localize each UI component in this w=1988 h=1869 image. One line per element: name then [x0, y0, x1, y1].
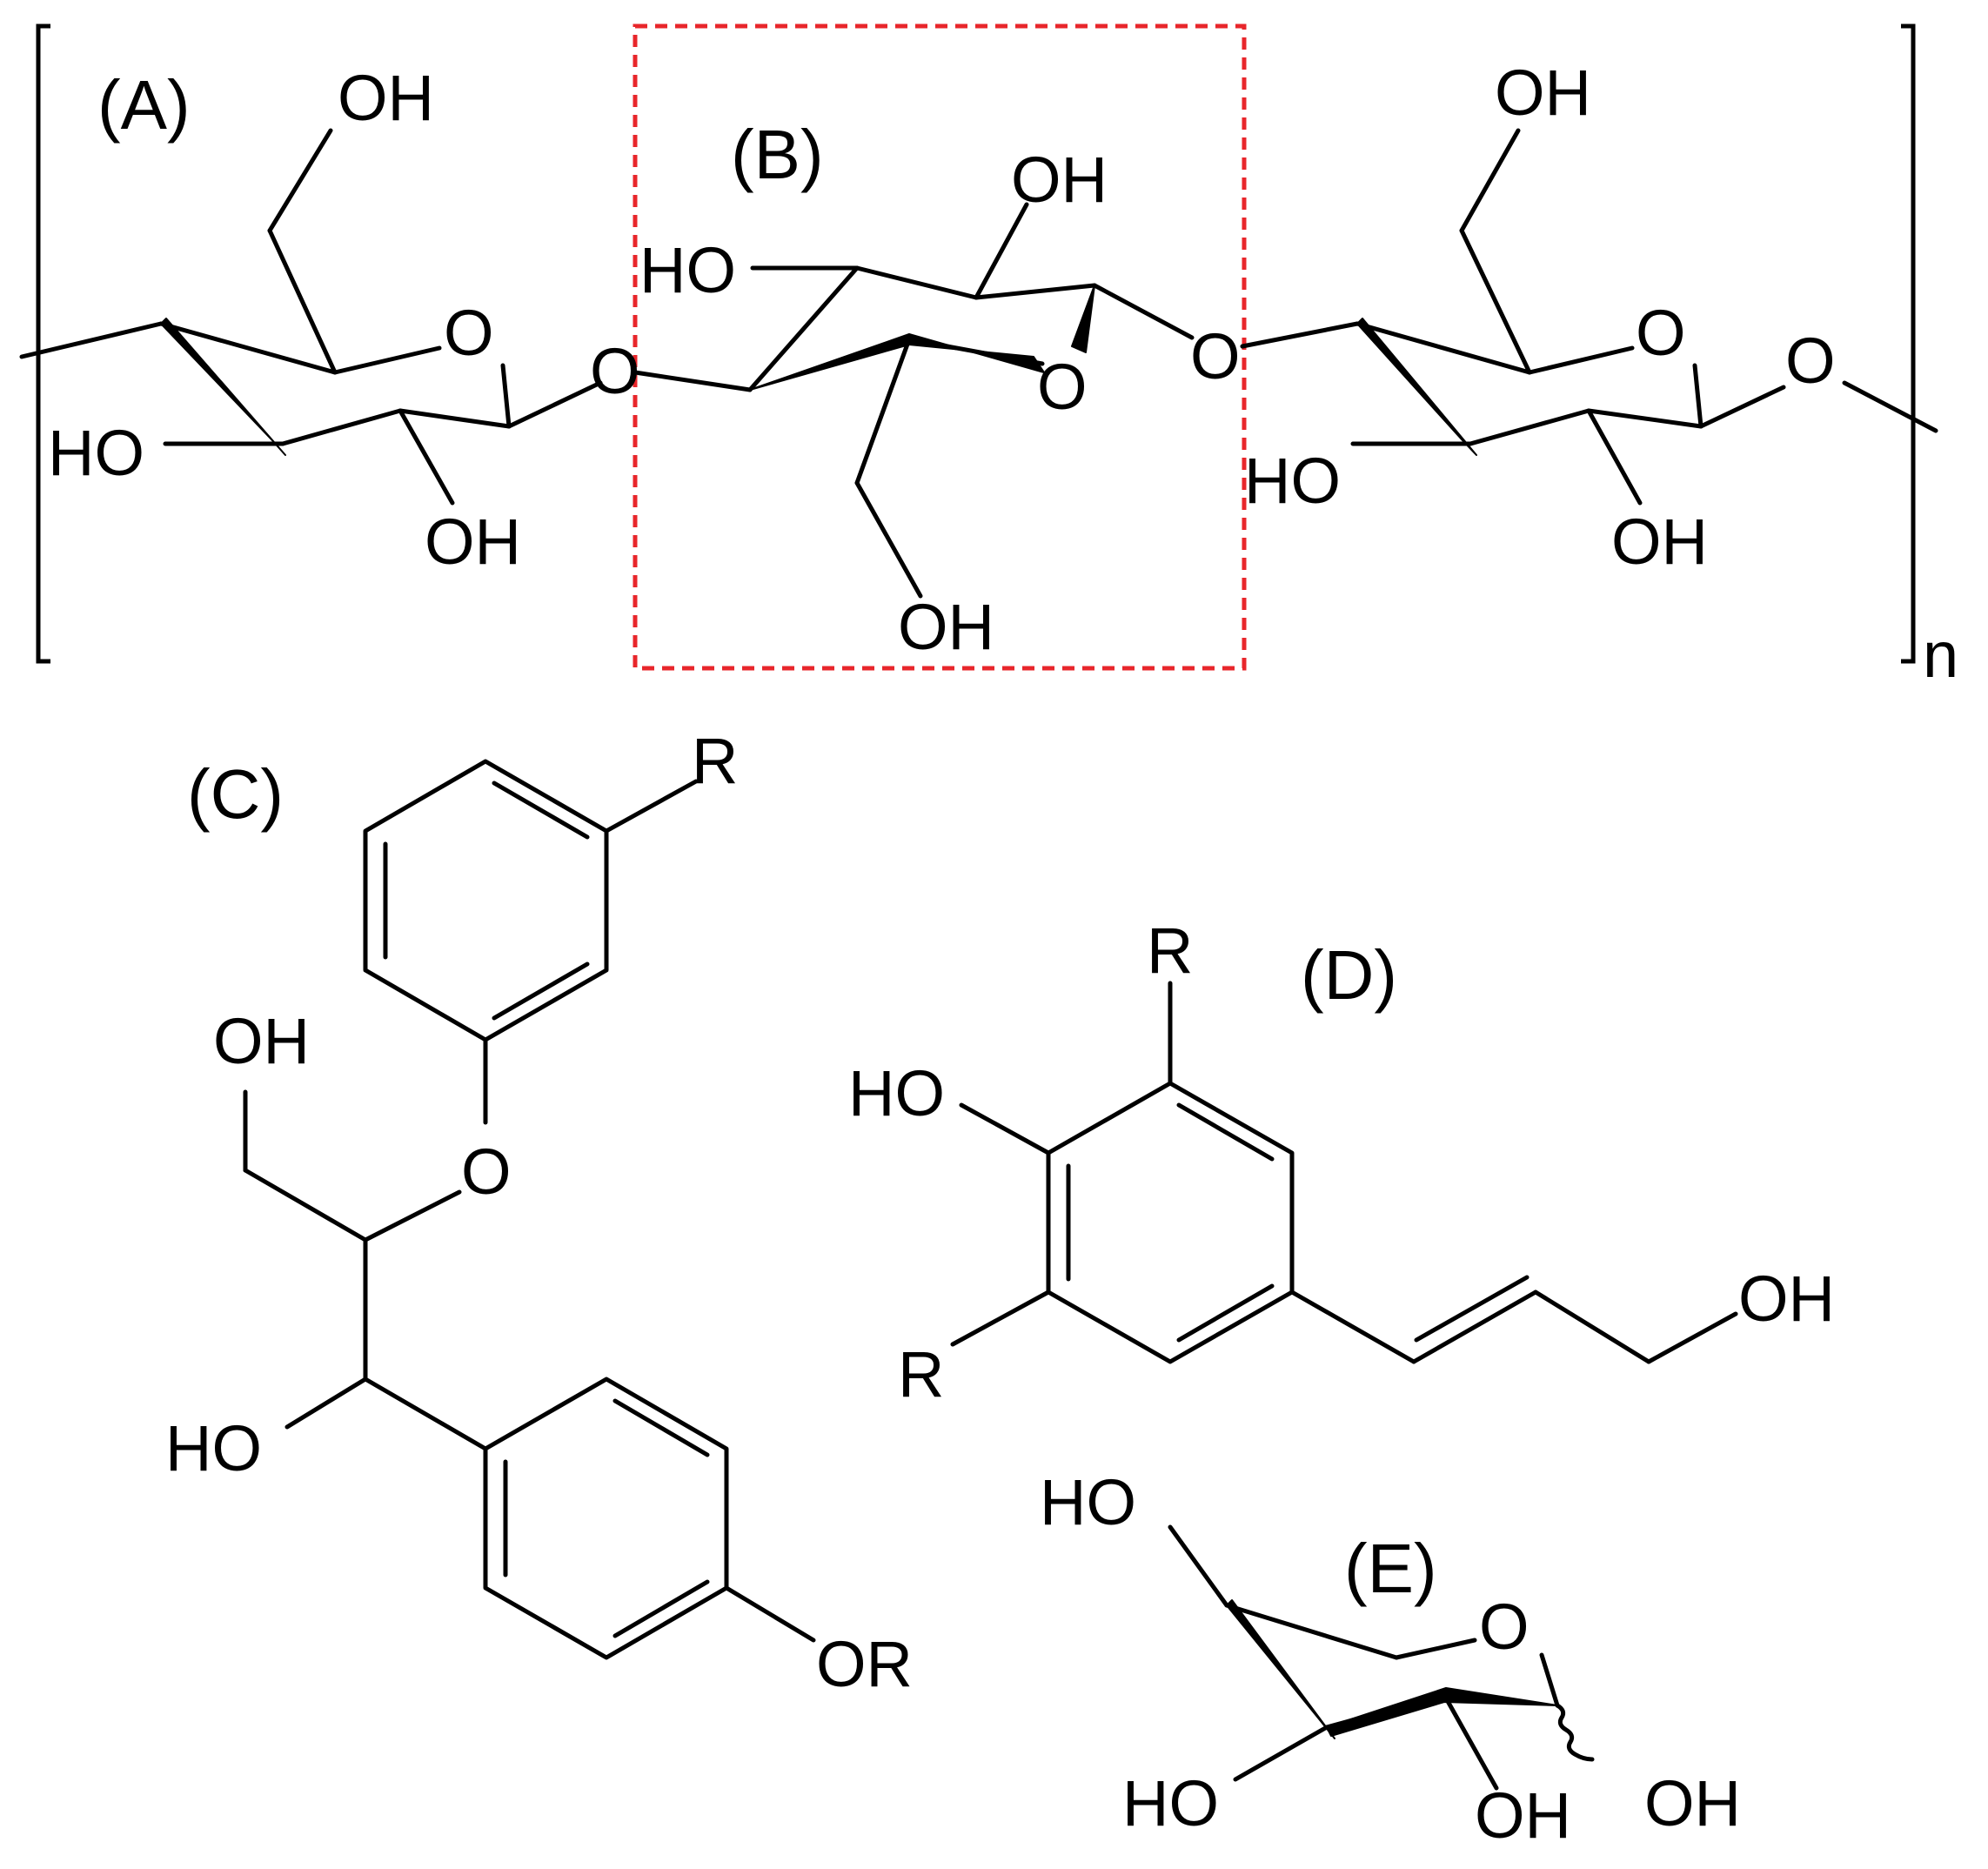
ring-c-c3-hydroxyl: HO: [1244, 445, 1341, 517]
terminal-hydroxyl: OH: [1738, 1263, 1835, 1335]
allyl-alcohol-chain: [1289, 1275, 1738, 1364]
panel-label-b: (B): [731, 116, 824, 193]
anomeric-wavy-bond: [1555, 1703, 1595, 1762]
phenol-hydroxyl: HO: [848, 1057, 945, 1129]
para-alkoxy-group: OR: [816, 1628, 913, 1700]
ring-a-c2-hydroxyl: OH: [425, 506, 521, 578]
repeat-subscript: n: [1923, 619, 1958, 691]
ring-b-c2-hydroxyl: OH: [898, 591, 994, 663]
panel-label-e: (E): [1344, 1530, 1437, 1607]
upper-aromatic-ring: [363, 759, 699, 1125]
xylose-c4-hydroxyl: HO: [1040, 1466, 1136, 1538]
xylose-ring-oxygen: O: [1479, 1591, 1529, 1663]
lower-aromatic-ring: [483, 1377, 816, 1660]
xylose-anomeric-hydroxyl: OH: [1644, 1767, 1741, 1839]
left-bracket: [36, 23, 50, 664]
ring-b-c3-hydroxyl: HO: [639, 234, 736, 306]
phenol-ring: [950, 981, 1295, 1364]
upper-ring-r-substituent: R: [692, 725, 738, 797]
glycosidic-oxygen-1: O: [590, 335, 640, 407]
gamma-hydroxyl: OH: [213, 1005, 310, 1077]
xylose-structure: (E) HO O HO OH OH: [1040, 1466, 1741, 1852]
xylose-ring: [1168, 1524, 1595, 1791]
lignin-dimer-structure: (C) R O OH HO OR: [165, 725, 913, 1700]
bottom-r-substituent: R: [898, 1338, 944, 1410]
ring-a-c6-hydroxyl: OH: [338, 62, 434, 134]
cellulose-repeat-unit: n OH O HO OH O: [19, 23, 1958, 691]
ring-c-c6-hydroxyl: OH: [1495, 57, 1591, 129]
glucose-ring-b: [633, 202, 1195, 599]
panel-label-c: (C): [187, 755, 284, 833]
ring-a-c3-hydroxyl: HO: [48, 417, 144, 489]
ring-a-oxygen: O: [444, 297, 494, 369]
xylose-c3-hydroxyl: HO: [1122, 1767, 1219, 1839]
top-r-substituent: R: [1147, 914, 1193, 987]
ring-c-c2-hydroxyl: OH: [1611, 506, 1708, 578]
xylose-c2-hydroxyl: OH: [1475, 1779, 1571, 1852]
ring-b-oxygen: O: [1037, 351, 1088, 423]
ring-c-oxygen: O: [1636, 297, 1686, 369]
panel-label-a: (A): [97, 66, 191, 144]
monolignol-structure: (D) R HO R OH: [848, 914, 1835, 1410]
ether-oxygen: O: [461, 1135, 512, 1208]
panel-label-d: (D): [1301, 936, 1397, 1014]
glucose-ring-a: [19, 128, 603, 506]
glucose-ring-c: [1240, 128, 1938, 506]
glycosidic-oxygen-3: O: [1785, 325, 1836, 397]
glycosidic-oxygen-2: O: [1190, 320, 1241, 392]
ring-b-c6-hydroxyl: OH: [1011, 144, 1108, 216]
alpha-hydroxyl: HO: [165, 1412, 262, 1484]
propane-side-chain: [243, 1089, 488, 1451]
right-bracket: [1901, 23, 1916, 664]
